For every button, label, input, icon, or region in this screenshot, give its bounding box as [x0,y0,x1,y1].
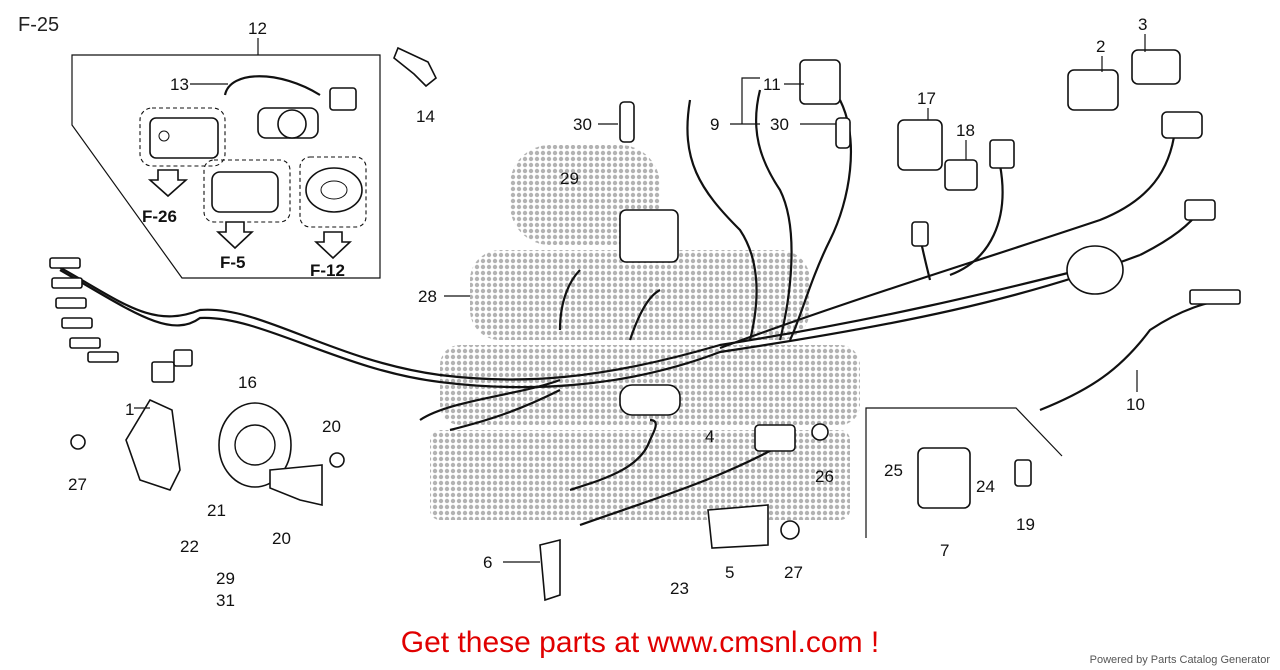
right-connectors [619,111,1241,416]
callout-28[interactable]: 28 [418,287,437,306]
callout-13[interactable]: 13 [170,75,189,94]
callout-29b[interactable]: 29 [216,569,235,588]
callout-25[interactable]: 25 [884,461,903,480]
control-units [619,49,1181,263]
callout-26[interactable]: 26 [815,467,834,486]
callout-19[interactable]: 19 [1016,515,1035,534]
callout-7[interactable]: 7 [940,541,949,560]
callout-20a[interactable]: 20 [322,417,341,436]
callout-10[interactable]: 10 [1126,395,1145,414]
callout-5[interactable]: 5 [725,563,734,582]
main-wire-harness [49,89,1231,492]
callout-27b[interactable]: 27 [784,563,803,582]
relay-group-box [865,407,1063,538]
promo-banner[interactable]: Get these parts at www.cmsnl.com ! [400,626,880,659]
arrow-down-icons [147,169,353,260]
callout-6[interactable]: 6 [483,553,492,572]
callout-numbers: 1 2 3 4 5 6 7 9 10 11 12 13 14 16 17 18 … [68,15,1147,610]
callout-9[interactable]: 9 [710,115,719,134]
ref-label-f12[interactable]: F-12 [310,261,345,280]
callout-leaders [134,34,1146,563]
callout-12[interactable]: 12 [248,19,267,38]
horn [218,402,323,507]
ref-label-f5[interactable]: F-5 [220,253,246,272]
callout-1[interactable]: 1 [125,400,134,419]
callout-29a[interactable]: 29 [560,169,579,188]
callout-17[interactable]: 17 [917,89,936,108]
ref-label-f26[interactable]: F-26 [142,207,177,226]
callout-4[interactable]: 4 [705,427,714,446]
callout-21[interactable]: 21 [207,501,226,520]
callout-23[interactable]: 23 [670,579,689,598]
callout-14[interactable]: 14 [416,107,435,126]
key [393,46,438,88]
bottom-parts [70,423,1032,602]
callout-16[interactable]: 16 [238,373,257,392]
mounting-bracket [125,398,181,491]
left-connectors [49,257,193,383]
callout-18[interactable]: 18 [956,121,975,140]
callout-2[interactable]: 2 [1096,37,1105,56]
callout-11[interactable]: 11 [763,75,781,94]
callout-30b[interactable]: 30 [770,115,789,134]
callout-30a[interactable]: 30 [573,115,592,134]
callout-20b[interactable]: 20 [272,529,291,548]
callout-22[interactable]: 22 [180,537,199,556]
callout-27a[interactable]: 27 [68,475,87,494]
callout-24[interactable]: 24 [976,477,995,496]
callout-3[interactable]: 3 [1138,15,1147,34]
ignition-switch-group-box [71,38,381,279]
page-label: F-25 [18,14,60,36]
ignition-switch [149,75,363,213]
powered-by-text: Powered by Parts Catalog Generator [1089,654,1270,666]
callout-31[interactable]: 31 [216,591,235,610]
